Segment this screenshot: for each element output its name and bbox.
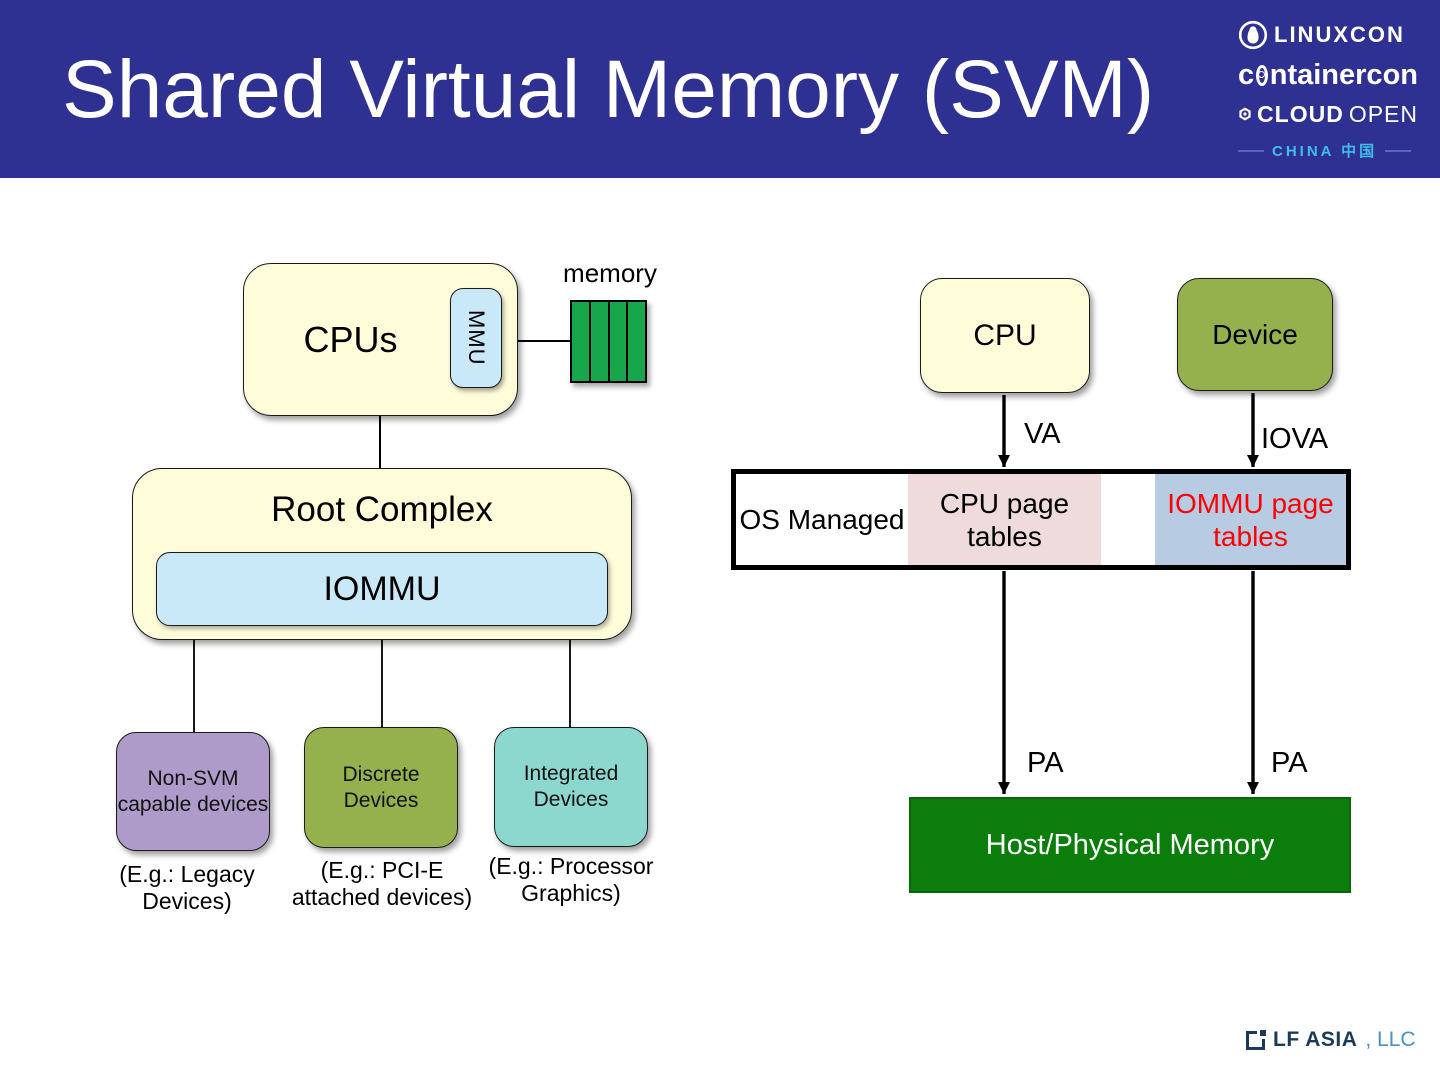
- va-label: VA: [1024, 418, 1061, 450]
- discrete-devices-label: Discrete Devices: [342, 762, 420, 812]
- iommu-page-tables-cell: IOMMU page tables: [1155, 474, 1346, 565]
- iova-label: IOVA: [1261, 423, 1329, 455]
- iommu-box: IOMMU: [156, 552, 608, 626]
- ring-icon: [1256, 64, 1268, 86]
- discrete-devices-box: Discrete Devices: [304, 727, 458, 848]
- table-gap: [1101, 474, 1155, 565]
- lf-asia-text: LF ASIA: [1273, 1028, 1358, 1051]
- header-bar: Shared Virtual Memory (SVM) LINUXCON c n…: [0, 0, 1440, 178]
- discrete-caption: (E.g.: PCI-E attached devices): [291, 857, 473, 910]
- llc-text: , LLC: [1365, 1028, 1416, 1051]
- containercon-logo: c ntainercon: [1238, 57, 1418, 93]
- memory-bars: [570, 300, 647, 383]
- page-tables-box: OS Managed CPU page tables IOMMU page ta…: [731, 469, 1351, 570]
- china-text: CHINA 中国: [1272, 143, 1378, 160]
- nonsvm-devices-label: Non-SVM capable devices: [117, 766, 269, 816]
- lf-square-icon: [1246, 1030, 1266, 1050]
- cpu-page-tables-cell: CPU page tables: [908, 474, 1101, 565]
- host-physical-memory-box: Host/Physical Memory: [909, 797, 1351, 893]
- cpu-box: CPU: [920, 278, 1090, 393]
- page-title: Shared Virtual Memory (SVM): [62, 44, 1155, 135]
- integrated-devices-label: Integrated Devices: [523, 762, 619, 811]
- china-divider-right: [1385, 149, 1412, 152]
- memory-label: memory: [563, 258, 657, 288]
- linuxcon-logo-text: LINUXCON: [1274, 22, 1405, 47]
- device-box: Device: [1177, 278, 1333, 391]
- cpus-label: CPUs: [303, 318, 398, 360]
- root-complex-label: Root Complex: [271, 490, 493, 529]
- nonsvm-caption: (E.g.: Legacy Devices): [119, 861, 255, 914]
- china-divider-left: [1238, 149, 1264, 152]
- nonsvm-devices-box: Non-SVM capable devices: [116, 732, 270, 851]
- integrated-devices-box: Integrated Devices: [494, 727, 648, 847]
- os-managed-cell: OS Managed: [739, 504, 905, 535]
- iommu-label: IOMMU: [323, 569, 441, 608]
- lf-asia-logo: LF ASIA , LLC: [1246, 1028, 1416, 1052]
- cloudopen-text-light: OPEN: [1348, 100, 1418, 127]
- cloudopen-text-bold: CLOUD: [1257, 100, 1344, 127]
- pa-label-left: PA: [1027, 747, 1064, 779]
- containercon-text-post: ntainercon: [1269, 58, 1418, 91]
- device-label: Device: [1212, 318, 1298, 350]
- china-banner: CHINA 中国: [1238, 140, 1418, 161]
- host-physical-memory-label: Host/Physical Memory: [985, 828, 1275, 861]
- containercon-text-pre: c: [1238, 58, 1255, 91]
- gear-icon: [1239, 107, 1251, 121]
- penguin-icon: [1238, 20, 1268, 50]
- mmu-box: MMU: [450, 288, 502, 388]
- integrated-caption: (E.g.: Processor Graphics): [488, 853, 654, 906]
- cpu-label: CPU: [973, 318, 1037, 352]
- mmu-label: MMU: [464, 310, 489, 366]
- linuxcon-logo: LINUXCON: [1238, 18, 1418, 52]
- pa-label-right: PA: [1271, 747, 1308, 779]
